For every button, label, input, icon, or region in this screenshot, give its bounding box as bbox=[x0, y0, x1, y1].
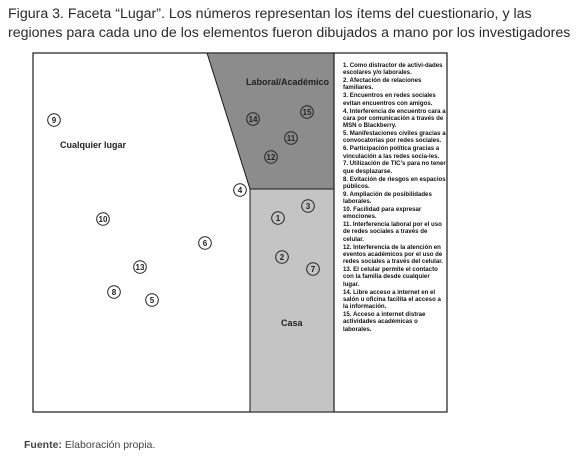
svg-text:15: 15 bbox=[303, 108, 312, 117]
legend-item: 9. Ampliación de posibilidades laborales… bbox=[343, 190, 432, 206]
item-marker-15: 15 bbox=[300, 105, 314, 119]
figure-source: Fuente: Elaboración propia. bbox=[24, 439, 155, 451]
legend-item: 2. Afectación de relaciones familiares. bbox=[343, 77, 422, 92]
legend-item: 1. Como distractor de activi-dades escol… bbox=[343, 62, 443, 77]
svg-text:5: 5 bbox=[150, 296, 155, 305]
legend-item: 15. Acceso a internet distrae actividade… bbox=[343, 311, 426, 333]
svg-text:1: 1 bbox=[276, 214, 281, 223]
legend-item: 14. Libre acceso a internet en el salón … bbox=[343, 288, 441, 311]
figure-caption: Figura 3. Faceta “Lugar”. Los números re… bbox=[8, 6, 571, 41]
source-label: Fuente: bbox=[24, 439, 62, 451]
item-marker-7: 7 bbox=[306, 262, 320, 276]
item-marker-14: 14 bbox=[246, 112, 260, 126]
item-marker-8: 8 bbox=[107, 285, 121, 299]
svg-text:2: 2 bbox=[280, 253, 285, 262]
legend-item: 11. Interferencia laboral por el uso de … bbox=[343, 221, 442, 243]
region-label-laboral: Laboral/Académico bbox=[246, 77, 330, 87]
item-marker-13: 13 bbox=[133, 260, 147, 274]
item-marker-5: 5 bbox=[145, 293, 159, 307]
item-marker-2: 2 bbox=[275, 250, 289, 264]
item-marker-3: 3 bbox=[301, 199, 315, 213]
svg-text:12: 12 bbox=[267, 153, 276, 162]
legend-item: 3. Encuentros en redes sociales evitan e… bbox=[343, 92, 436, 107]
svg-text:4: 4 bbox=[238, 186, 243, 195]
legend-item: 10. Facilidad para expresar emociones. bbox=[343, 205, 422, 221]
source-text: Elaboración propia. bbox=[61, 439, 156, 451]
legend-item: 8. Evitación de riesgos en espacios públ… bbox=[343, 175, 446, 190]
legend-item: 7. Utilización de TIC’s para no tener qu… bbox=[343, 160, 446, 175]
legend-item: 5. Manifestaciones civiles gracias a con… bbox=[343, 130, 446, 145]
svg-text:7: 7 bbox=[311, 265, 316, 274]
svg-text:6: 6 bbox=[203, 239, 208, 248]
svg-text:14: 14 bbox=[249, 115, 258, 124]
legend-item: 4. Interferencia de encuentro cara a car… bbox=[343, 107, 446, 130]
svg-text:3: 3 bbox=[306, 202, 311, 211]
item-marker-1: 1 bbox=[271, 211, 285, 225]
items-legend: 1. Como distractor de activi-dades escol… bbox=[343, 62, 446, 334]
legend-item: 12. Interferencia de la atención en even… bbox=[343, 243, 443, 266]
svg-text:10: 10 bbox=[99, 215, 108, 224]
item-marker-9: 9 bbox=[47, 113, 61, 127]
region-casa bbox=[249, 188, 335, 413]
legend-item: 13. El celular permite el contacto con l… bbox=[343, 266, 438, 288]
svg-text:11: 11 bbox=[287, 134, 296, 143]
svg-text:9: 9 bbox=[52, 116, 57, 125]
region-label-casa: Casa bbox=[281, 318, 304, 328]
region-label-cualquier: Cualquier lugar bbox=[60, 140, 127, 150]
svg-text:13: 13 bbox=[136, 263, 145, 272]
item-marker-12: 12 bbox=[264, 150, 278, 164]
item-marker-10: 10 bbox=[96, 212, 110, 226]
item-marker-4: 4 bbox=[233, 183, 247, 197]
item-marker-11: 11 bbox=[284, 131, 298, 145]
legend-item: 6. Participación política gracias a vinc… bbox=[343, 145, 440, 160]
svg-text:8: 8 bbox=[112, 288, 117, 297]
item-marker-6: 6 bbox=[198, 236, 212, 250]
